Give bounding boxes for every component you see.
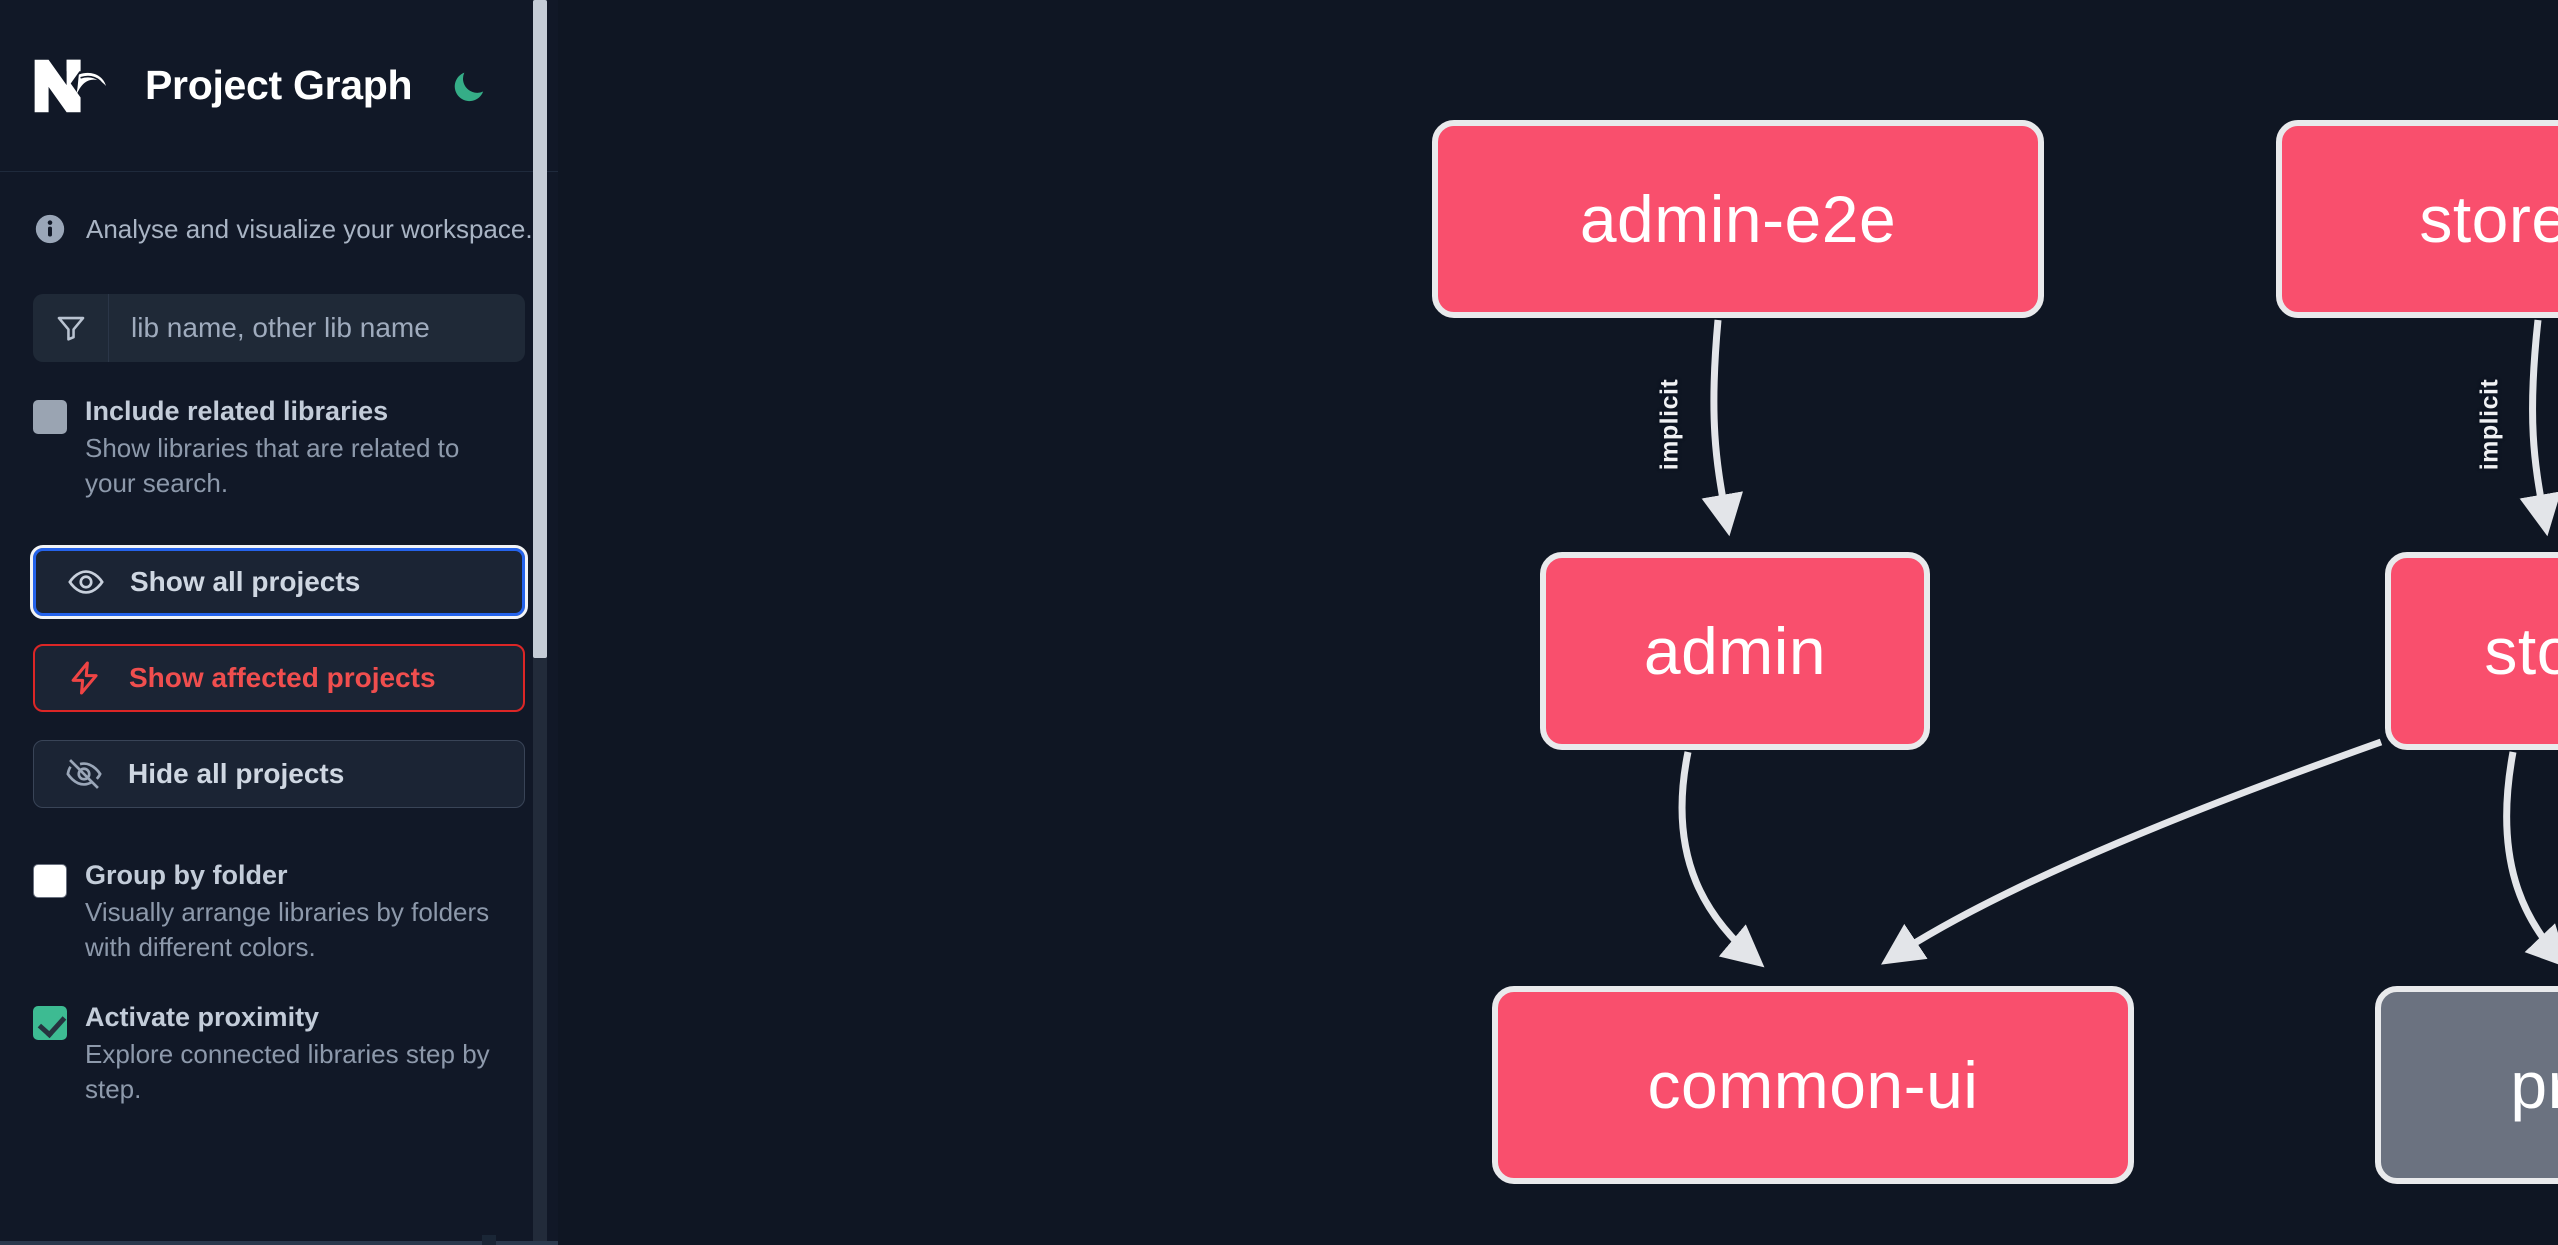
eye-off-icon (64, 754, 104, 794)
option-description: Show libraries that are related to your … (85, 433, 460, 499)
node-label: admin (1643, 614, 1827, 688)
group-by-folder-checkbox[interactable] (33, 863, 67, 898)
option-label: Include related libraries (85, 396, 389, 426)
info-circle-icon (35, 214, 65, 244)
info-text: Analyse and visualize your workspace. (86, 213, 533, 244)
option-description: Explore connected libraries step by step… (85, 1038, 490, 1104)
moon-icon[interactable] (446, 63, 492, 109)
option-description: Visually arrange libraries by folders wi… (85, 896, 490, 963)
include-related-libraries-checkbox[interactable] (33, 400, 67, 434)
show-all-projects-button[interactable]: Show all projects (30, 544, 528, 619)
button-label: Hide all projects (128, 757, 345, 789)
edge-label-implicit-admin: implicit (1655, 378, 1684, 471)
edge-admin-common-ui (1678, 751, 1765, 968)
graph-node-store-e2e[interactable]: store-e2e (2276, 120, 2558, 318)
search-bar[interactable] (33, 294, 525, 362)
button-label: Show affected projects (129, 661, 436, 693)
graph-node-admin[interactable]: admin (1540, 552, 1930, 750)
show-affected-projects-button[interactable]: Show affected projects (33, 643, 525, 712)
node-label: products (2510, 1048, 2558, 1122)
eye-icon (66, 562, 106, 602)
option-activate-proximity[interactable]: Activate proximity Explore connected lib… (0, 966, 558, 1108)
sidebar-bottom-handle[interactable] (482, 1235, 496, 1245)
edge-store-products (2503, 751, 2558, 969)
lightning-bolt-icon (65, 658, 105, 698)
node-label: admin-e2e (1579, 182, 1897, 256)
graph-edges (1678, 319, 2558, 969)
graph-node-admin-e2e[interactable]: admin-e2e (1432, 120, 2044, 318)
sidebar: Project Graph Analyse and visualize your… (0, 0, 558, 1245)
page-title: Project Graph (145, 62, 413, 108)
sidebar-bottom-divider (0, 1241, 558, 1245)
hide-all-projects-button[interactable]: Hide all projects (33, 739, 525, 808)
edge-store-e2e-store (2519, 319, 2558, 537)
edge-store-common-ui (1881, 738, 2383, 965)
graph-canvas[interactable]: admin-e2e store-e2e admin store common-u… (558, 0, 2558, 1245)
nx-logo-icon (34, 59, 106, 112)
search-input[interactable] (109, 294, 525, 362)
node-label: common-ui (1647, 1048, 1979, 1122)
graph-node-store[interactable]: store (2385, 552, 2558, 750)
option-include-related-libraries[interactable]: Include related libraries Show libraries… (0, 362, 558, 502)
edge-admin-e2e-admin (1701, 319, 1743, 537)
button-label: Show all projects (130, 565, 361, 597)
option-group-by-folder[interactable]: Group by folder Visually arrange librari… (0, 808, 558, 966)
activate-proximity-checkbox[interactable] (33, 1005, 67, 1040)
option-label: Activate proximity (85, 1001, 320, 1032)
node-label: store-e2e (2419, 182, 2558, 256)
info-banner: Analyse and visualize your workspace. (0, 172, 558, 246)
sidebar-scrollbar-thumb[interactable] (533, 0, 547, 658)
graph-node-common-ui[interactable]: common-ui (1492, 986, 2134, 1184)
option-label: Group by folder (85, 859, 288, 890)
graph-node-products[interactable]: products (2375, 986, 2558, 1184)
sidebar-header: Project Graph (0, 0, 558, 172)
edge-label-implicit-store: implicit (2475, 378, 2504, 471)
visibility-button-group: Show all projects Show affected projects (0, 544, 558, 808)
node-label: store (2484, 614, 2558, 688)
filter-funnel-icon (33, 294, 109, 362)
